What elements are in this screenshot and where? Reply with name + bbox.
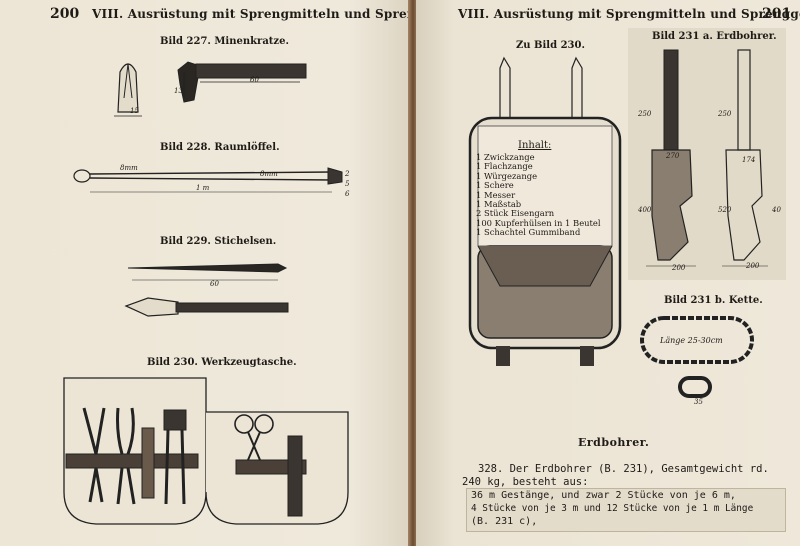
figure-caption: Bild 229. Stichelsen. <box>160 236 277 247</box>
dimension-label: 270 <box>666 152 680 160</box>
inhalt-list: 1 Zwickzange 1 Flachzange 1 Würgezange 1… <box>476 152 618 238</box>
passage-line: 4 Stücke von je 3 m und 12 Stücke von je… <box>471 503 754 514</box>
dimension-label: 15 <box>130 107 139 115</box>
dimension-label: 250 <box>718 110 732 118</box>
dimension-label: 520 <box>718 206 732 214</box>
inhalt-item: 1 Schachtel Gummiband <box>476 227 581 238</box>
chain-length-label: Länge 25-30cm <box>660 336 723 345</box>
dimension-label: 6 <box>345 190 350 198</box>
tool-bag-front-drawing <box>468 56 622 366</box>
mine-scraper-drawing <box>114 61 307 117</box>
right-page: VIII. Ausrüstung mit Sprengmitteln und S… <box>416 0 800 546</box>
inhalt-item: 100 Kupferhülsen in 1 Beutel <box>476 217 601 228</box>
spoon-tool-drawing <box>73 167 343 193</box>
inhalt-item: 1 Messer <box>476 189 516 200</box>
inhalt-item: 1 Schere <box>476 180 514 191</box>
dimension-label: 400 <box>638 206 652 214</box>
dimension-label: 8mm <box>120 164 138 172</box>
running-head: VIII. Ausrüstung mit Sprengmitteln und S… <box>458 7 800 21</box>
dimension-label: 60 <box>250 76 259 84</box>
inhalt-title: Inhalt: <box>518 140 552 151</box>
earth-auger-drawing <box>646 49 768 267</box>
figure-caption: Zu Bild 230. <box>516 40 585 51</box>
inhalt-item: 1 Maßstab <box>476 199 522 210</box>
figure-caption: Bild 231 a. Erdbohrer. <box>652 31 777 42</box>
figure-caption: Bild 227. Minenkratze. <box>160 36 289 47</box>
chain-drawing <box>640 316 754 398</box>
section-heading: Erdbohrer. <box>578 436 650 449</box>
dimension-label: 40 <box>772 206 781 214</box>
dimension-label: 200 <box>672 264 686 272</box>
inhalt-item: 2 Stück Eisengarn <box>476 208 555 219</box>
figure-caption: Bild 228. Raumlöffel. <box>160 142 280 153</box>
page-number: 200 <box>50 6 80 22</box>
figure-caption: Bild 231 b. Kette. <box>664 295 763 306</box>
left-page: 200 VIII. Ausrüstung mit Sprengmitteln u… <box>0 0 410 546</box>
chisel-drawing <box>124 263 289 317</box>
highlighted-passage: 36 m Gestänge, und zwar 2 Stücke von je … <box>466 488 786 532</box>
dimension-label: 200 <box>746 262 760 270</box>
inhalt-item: 1 Zwickzange <box>476 152 535 162</box>
dimension-label: 250 <box>638 110 652 118</box>
paragraph-line: 240 kg, besteht aus: <box>462 476 589 488</box>
dimension-label: 5 <box>345 180 350 188</box>
dimension-label: 8mm <box>260 170 278 178</box>
paragraph-line: 328. Der Erdbohrer (B. 231), Gesamtgewic… <box>478 463 769 475</box>
page-number: 201 <box>762 6 792 22</box>
tool-bag-drawing <box>63 377 349 525</box>
dimension-label: 2 <box>345 170 350 178</box>
figure-caption: Bild 230. Werkzeugtasche. <box>147 357 297 368</box>
passage-line: (B. 231 c), <box>471 516 538 527</box>
dimension-label: 35 <box>694 398 703 406</box>
dimension-label: 174 <box>742 156 756 164</box>
inhalt-item: 1 Würgezange <box>476 170 538 181</box>
dimension-label: 13 <box>174 87 183 95</box>
dimension-label: 1 m <box>196 184 210 192</box>
book-gutter <box>408 0 418 546</box>
dimension-label: 60 <box>210 280 219 288</box>
passage-line: 36 m Gestänge, und zwar 2 Stücke von je … <box>471 490 736 501</box>
inhalt-item: 1 Flachzange <box>476 161 533 172</box>
running-head: VIII. Ausrüstung mit Sprengmitteln und S… <box>92 7 410 21</box>
